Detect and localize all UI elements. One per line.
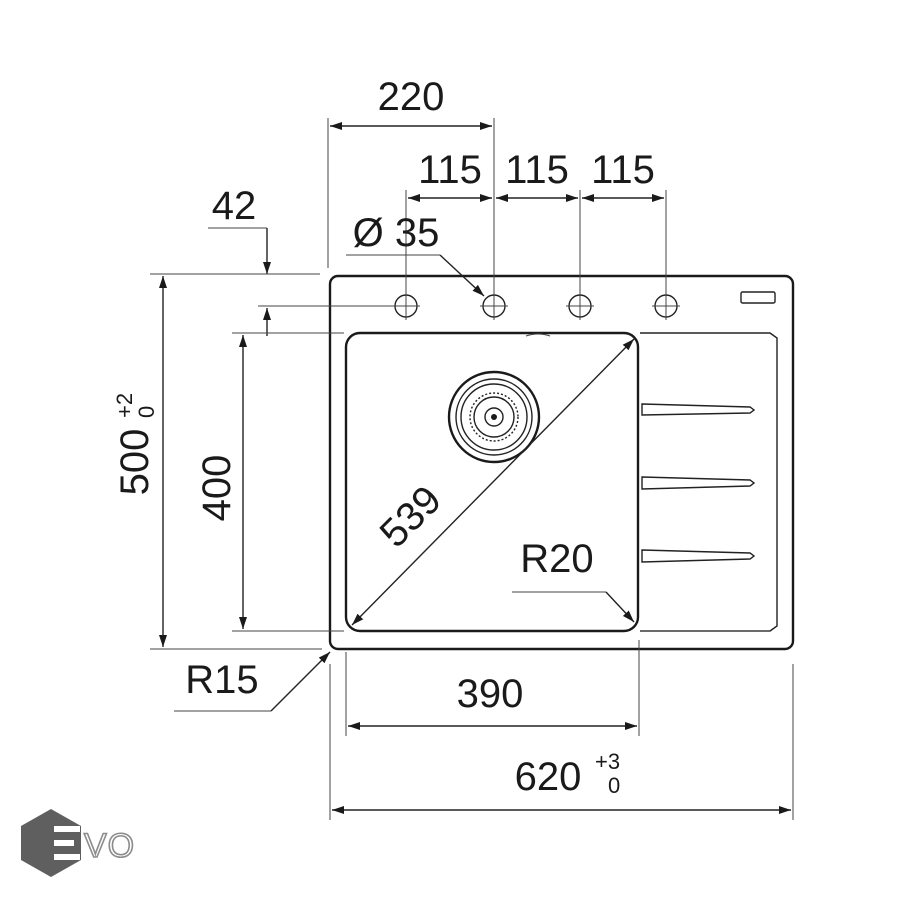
dimension-overall-depth: 500 +2 0: [112, 273, 322, 650]
sink-outline: [328, 274, 795, 651]
dimension-label: 500: [113, 429, 157, 496]
tolerance-lower: 0: [608, 773, 620, 798]
dimension-bowl-diagonal: 539: [351, 338, 635, 626]
dimension-hole-diameter: Ø 35: [346, 211, 485, 297]
tap-hole: [566, 292, 594, 320]
dimension-label: R15: [185, 658, 258, 702]
dimension-label: 42: [212, 184, 257, 228]
sink-bowl: [344, 331, 640, 633]
dimension-label: 220: [378, 75, 445, 119]
tolerance-upper: +2: [112, 393, 137, 418]
drainer-area: [640, 332, 778, 632]
dimension-outer-radius: R15: [174, 651, 331, 712]
dimension-label: R20: [520, 537, 593, 581]
tap-hole: [480, 292, 508, 320]
drainer-rib: [641, 476, 756, 490]
dimension-label: 620: [515, 755, 582, 799]
drainer-rib: [641, 549, 756, 563]
dimension-label: 400: [195, 455, 239, 522]
dimension-hole-span: 220: [327, 75, 495, 292]
dimension-hole-pitch: 115 115 115: [405, 148, 667, 292]
dimension-inner-radius: R20: [512, 537, 635, 623]
logo-text: VO: [84, 827, 135, 865]
dimension-label: 539: [372, 478, 450, 556]
tolerance-upper: +3: [595, 749, 620, 774]
dimension-overall-width: 620 +3 0: [329, 664, 794, 820]
dimension-label: 115: [418, 148, 482, 192]
drainer-rib: [641, 403, 756, 416]
tap-hole: [652, 292, 680, 320]
tap-hole: [392, 292, 420, 320]
dimension-label: 115: [505, 148, 569, 192]
tolerance-lower: 0: [134, 406, 159, 418]
dimension-label: 390: [457, 672, 524, 716]
dimension-bowl-depth: 400: [195, 335, 344, 632]
dimension-label: 115: [591, 148, 655, 192]
dimension-bowl-width: 390: [345, 640, 640, 736]
dimension-edge-offset: 42: [208, 184, 395, 336]
overflow-slot: [740, 291, 776, 304]
evo-logo: VO: [21, 809, 135, 877]
dimension-label: Ø 35: [353, 211, 440, 255]
